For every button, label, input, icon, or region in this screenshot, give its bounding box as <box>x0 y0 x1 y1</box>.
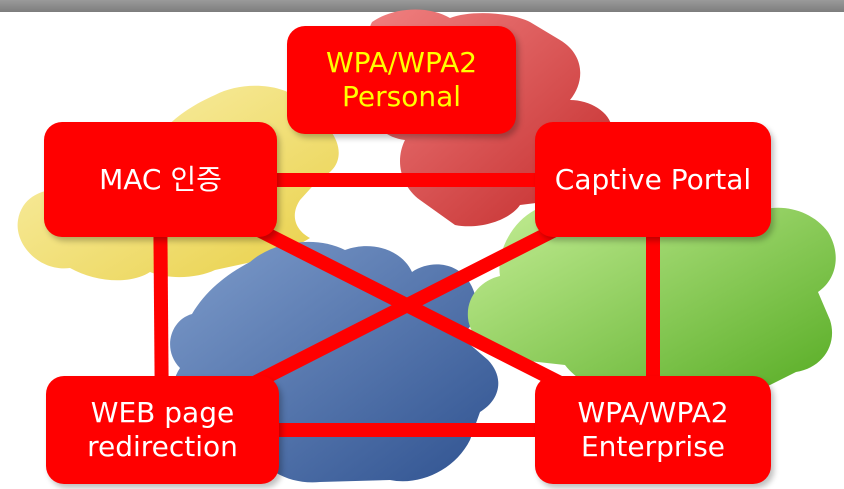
node-web-redirection: WEB page redirection <box>46 376 279 484</box>
top-bar <box>0 0 844 12</box>
node-mac-auth: MAC 인증 <box>44 122 277 237</box>
node-captive-portal: Captive Portal <box>535 122 771 237</box>
node-wpa-personal: WPA/WPA2 Personal <box>287 26 516 134</box>
node-wpa-enterprise: WPA/WPA2 Enterprise <box>535 376 771 484</box>
